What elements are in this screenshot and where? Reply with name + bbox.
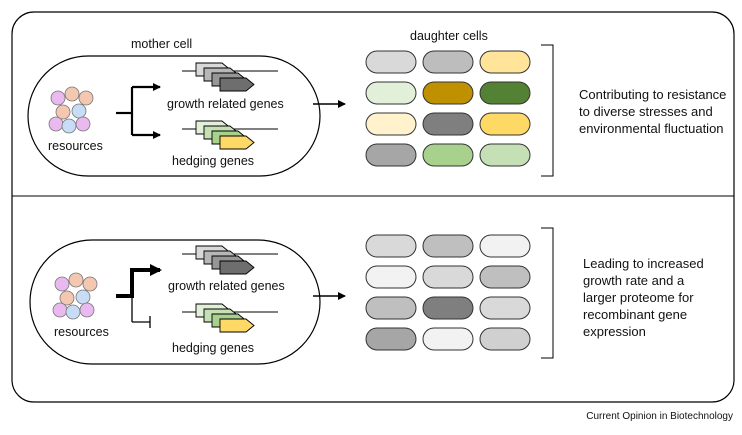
daughter-cell — [365, 112, 417, 136]
resource-molecule — [75, 289, 91, 305]
gene-arrow — [219, 260, 255, 275]
hedging-genes-cassette — [182, 303, 278, 333]
resources-label: resources — [48, 139, 103, 153]
hedging-genes-label: hedging genes — [172, 341, 254, 355]
daughter-cells-label: daughter cells — [410, 29, 488, 43]
daughter-cell — [365, 50, 417, 74]
daughter-cell — [479, 234, 531, 258]
resource-molecule — [78, 90, 94, 106]
resource-molecule — [55, 104, 71, 120]
resource-molecule — [75, 116, 91, 132]
daughter-cell — [422, 143, 474, 167]
daughter-cell — [365, 296, 417, 320]
outer-frame — [11, 11, 735, 403]
daughter-cell — [422, 234, 474, 258]
journal-credit: Current Opinion in Biotechnology — [586, 411, 733, 422]
top-panel: mother cell resources growth related gen… — [27, 29, 726, 177]
daughter-cell — [479, 143, 531, 167]
grouping-bracket — [541, 227, 554, 359]
grouping-bracket — [541, 44, 554, 177]
resource-molecule — [71, 103, 87, 119]
daughter-cell — [365, 234, 417, 258]
daughter-cell — [422, 112, 474, 136]
regulation-arrows — [116, 264, 162, 328]
resources-cluster — [48, 86, 94, 134]
daughter-cell — [422, 296, 474, 320]
daughter-cell — [479, 296, 531, 320]
resource-molecule — [61, 118, 77, 134]
daughter-cells-grid — [365, 50, 531, 167]
resources-cluster — [52, 272, 98, 320]
daughter-cell — [479, 50, 531, 74]
resource-molecule — [59, 290, 75, 306]
growth-genes-label: growth related genes — [167, 97, 284, 111]
gene-arrow — [219, 135, 255, 150]
resource-molecule — [50, 90, 66, 106]
resource-molecule — [64, 86, 80, 102]
daughter-cell — [365, 143, 417, 167]
gene-arrow — [219, 77, 255, 92]
resource-molecule — [82, 276, 98, 292]
daughter-cell — [479, 265, 531, 289]
daughter-cell — [422, 50, 474, 74]
daughter-cell — [422, 265, 474, 289]
growth-genes-label: growth related genes — [168, 279, 285, 293]
daughter-cell — [479, 327, 531, 351]
resource-molecule — [65, 304, 81, 320]
resource-molecule — [52, 302, 68, 318]
daughter-cell — [422, 327, 474, 351]
daughter-cells-grid — [365, 234, 531, 351]
daughter-cell — [479, 112, 531, 136]
bottom-panel: resources growth related genes hedging g… — [29, 227, 704, 365]
hedging-genes-label: hedging genes — [172, 154, 254, 168]
growth-genes-cassette — [182, 245, 278, 275]
resources-label: resources — [54, 325, 109, 339]
daughter-cell — [479, 81, 531, 105]
gene-arrow — [219, 318, 255, 333]
daughter-cell — [365, 327, 417, 351]
hedging-genes-cassette — [182, 120, 278, 150]
daughter-cell — [365, 81, 417, 105]
daughter-cell — [365, 265, 417, 289]
resource-molecule — [79, 302, 95, 318]
regulation-arrows — [116, 83, 161, 139]
growth-genes-cassette — [182, 62, 278, 92]
resource-molecule — [48, 116, 64, 132]
daughter-cell — [422, 81, 474, 105]
resource-molecule — [68, 272, 84, 288]
resource-molecule — [54, 276, 70, 292]
mother-cell-label: mother cell — [131, 37, 192, 51]
